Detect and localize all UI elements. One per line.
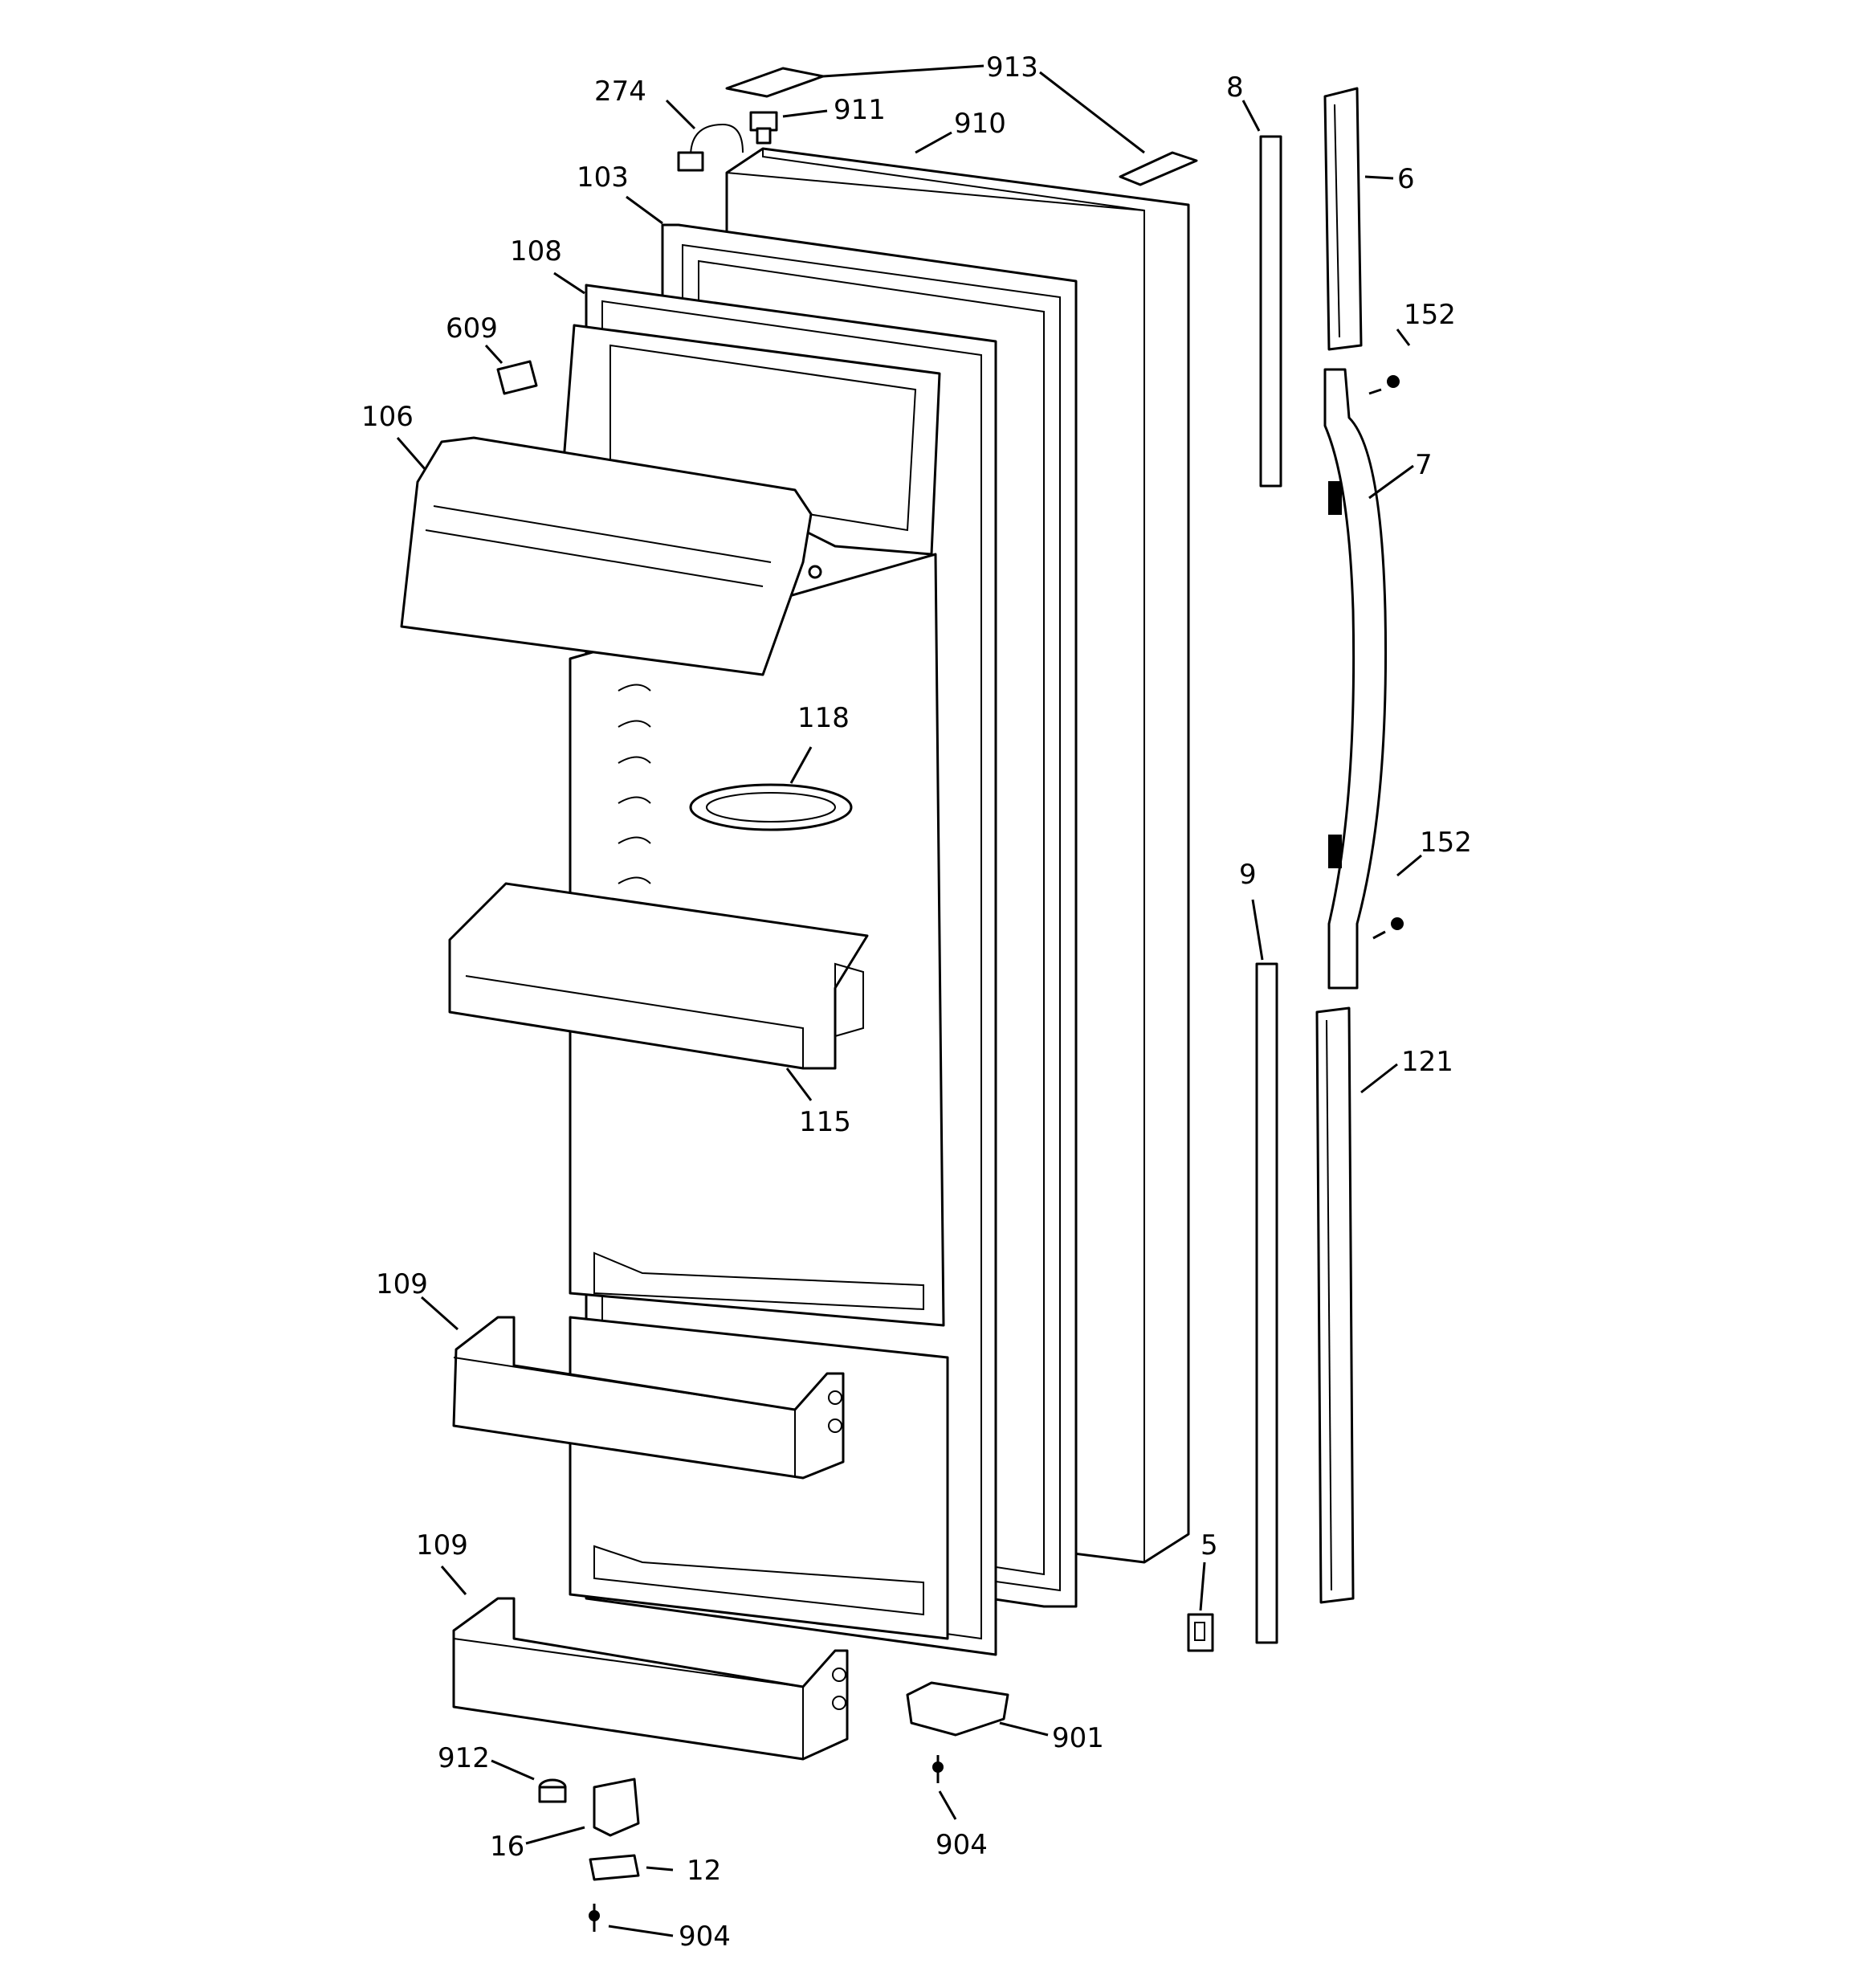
callout-121: 121: [1401, 1046, 1453, 1078]
callout-108: 108: [510, 235, 562, 267]
door-switch: [496, 360, 538, 395]
callout-911: 911: [834, 94, 886, 126]
wire-harness: [677, 123, 744, 172]
hinge-cover: [906, 1681, 1009, 1737]
callout-106: 106: [361, 401, 414, 433]
bushing: [749, 111, 778, 145]
callout-103: 103: [577, 161, 629, 194]
trim-strip-lower: [1255, 962, 1278, 1644]
callout-7: 7: [1415, 449, 1433, 481]
leader-lines: [396, 64, 1422, 1937]
screw-lower: [1372, 917, 1404, 940]
callout-labels: 913 274 911 910 8 6 103 108 152 609 106 …: [361, 51, 1472, 1953]
callout-912: 912: [438, 1742, 490, 1774]
callout-9: 9: [1239, 859, 1257, 891]
shelf-bin: [448, 882, 869, 1070]
handle-trim-lower: [1315, 1006, 1355, 1604]
callout-910: 910: [954, 108, 1006, 140]
small-bracket: [1187, 1613, 1214, 1652]
callout-118: 118: [797, 702, 850, 734]
callout-109-lower: 109: [416, 1529, 468, 1561]
callout-12: 12: [687, 1855, 721, 1887]
callout-6: 6: [1397, 163, 1415, 195]
callout-901: 901: [1052, 1722, 1104, 1754]
screw-hinge: [589, 1904, 600, 1932]
hinge-plate: [589, 1854, 640, 1881]
hinge-bushing: [538, 1778, 567, 1803]
callout-913: 913: [986, 51, 1038, 84]
door-bin-upper: [452, 1316, 845, 1480]
hinge-bracket: [593, 1778, 640, 1837]
door-handle: [1323, 368, 1388, 990]
callout-609: 609: [446, 312, 498, 345]
trim-strip-upper: [1259, 135, 1282, 488]
handle-end-cap-upper: [1323, 87, 1363, 351]
callout-109-upper: 109: [376, 1268, 428, 1300]
callout-904-right: 904: [936, 1829, 988, 1861]
top-cover-pieces: [725, 67, 1198, 186]
egg-tray: [689, 783, 853, 831]
callout-5: 5: [1201, 1529, 1218, 1561]
callout-274: 274: [594, 76, 646, 108]
screw-upper: [1368, 375, 1400, 395]
callout-16: 16: [490, 1831, 524, 1863]
door-bin-lower: [452, 1597, 849, 1761]
screw-hinge-cover: [932, 1755, 944, 1783]
callout-115: 115: [799, 1106, 851, 1138]
callout-904-bottom: 904: [679, 1921, 731, 1953]
callout-8: 8: [1226, 71, 1244, 104]
callout-152-lower: 152: [1420, 827, 1472, 859]
callout-152-upper: 152: [1404, 299, 1456, 331]
dairy-compartment: [400, 436, 822, 676]
